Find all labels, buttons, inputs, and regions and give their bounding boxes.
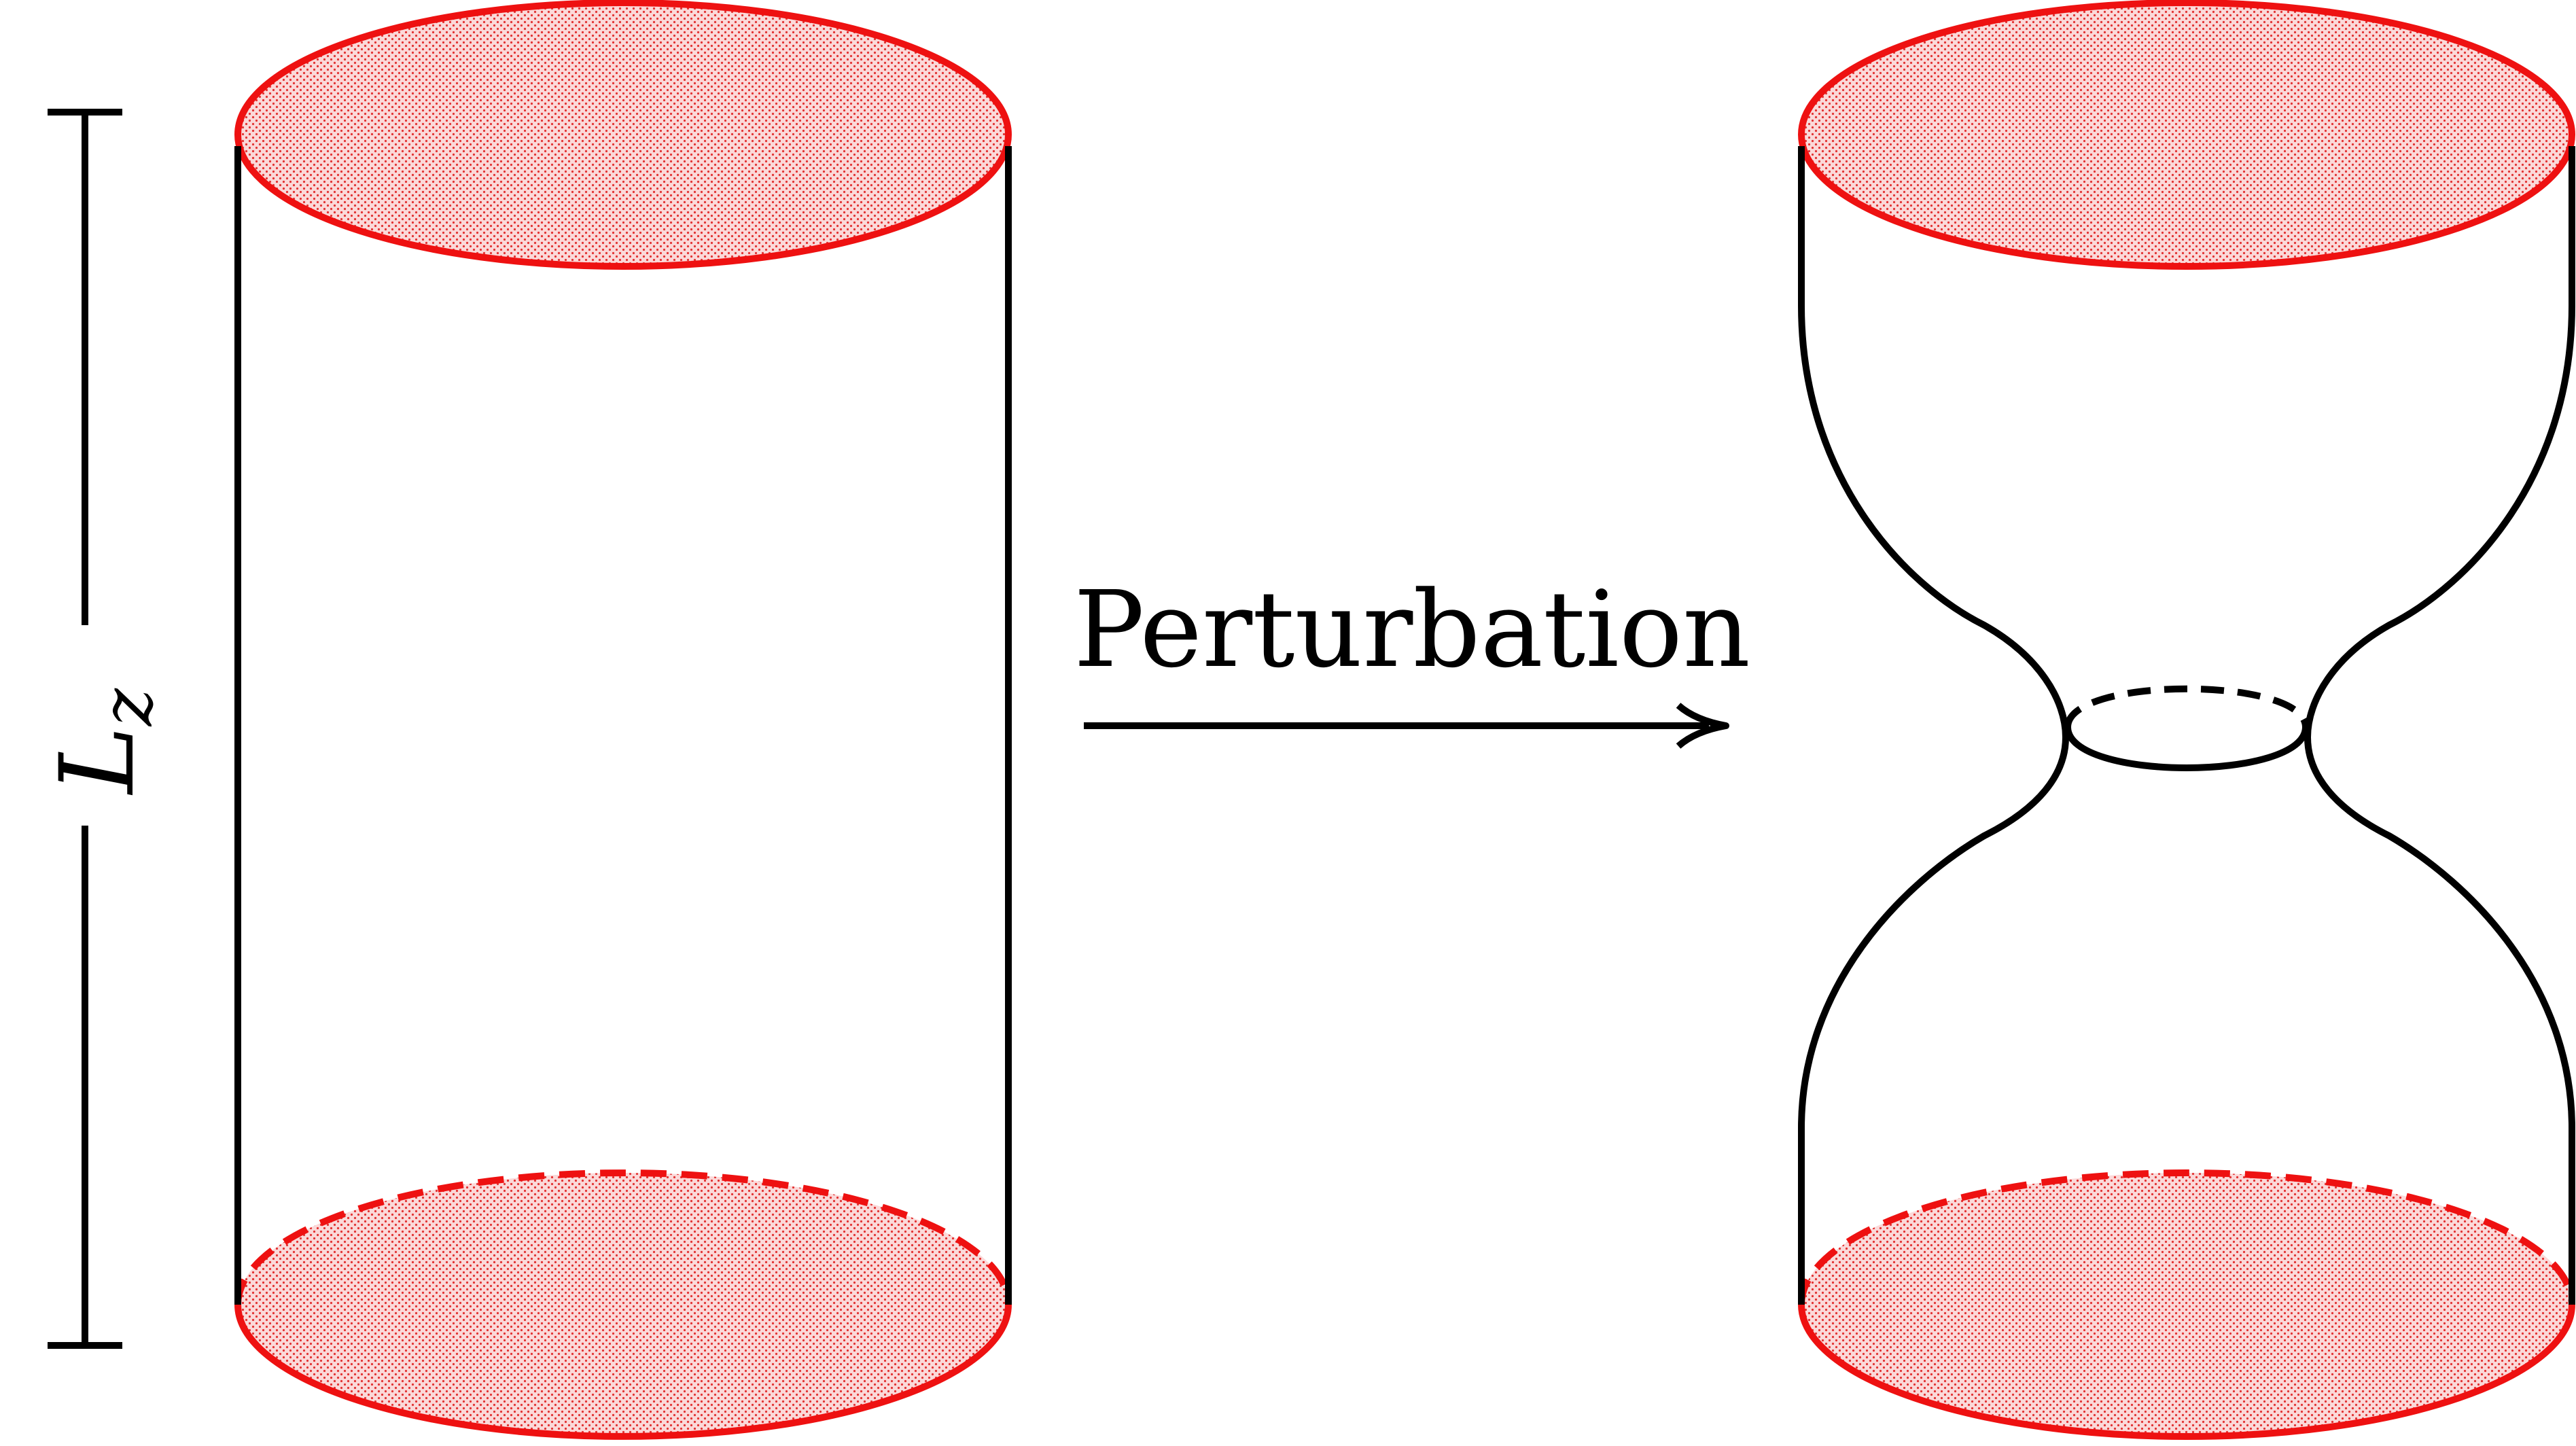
- pinched-top-cap: [1798, 0, 2575, 270]
- length-label-subscript: z: [86, 688, 169, 727]
- cylinder-bottom-cap-front-edge: [234, 1304, 1012, 1440]
- pinched-bottom-cap-back-edge: [1798, 1169, 2575, 1305]
- neck-ring-front: [2064, 726, 2309, 771]
- length-scale-bar: [48, 109, 122, 1349]
- pinched-bottom-cap: [1801, 1173, 2572, 1436]
- neck-ring-back: [2064, 685, 2309, 728]
- cylinder-top-cap: [234, 0, 1012, 270]
- cylinder-bottom-cap-back-edge: [234, 1169, 1012, 1305]
- perturbation-arrow: Perturbation: [1074, 568, 1750, 749]
- pinched-left-profile: [1798, 146, 2070, 1305]
- cylinder-left: [234, 0, 1012, 1440]
- pinched-bottom-cap-front-edge: [1798, 1304, 2575, 1440]
- cylinder-bottom-cap: [238, 1173, 1008, 1436]
- pinched-cylinder-right: [1798, 0, 2575, 1440]
- length-label: Lz: [39, 688, 169, 796]
- length-label-symbol: L: [39, 726, 157, 796]
- arrow-label: Perturbation: [1074, 568, 1750, 691]
- arrow-head-icon: [1676, 703, 1729, 749]
- pinched-right-profile: [2304, 146, 2575, 1305]
